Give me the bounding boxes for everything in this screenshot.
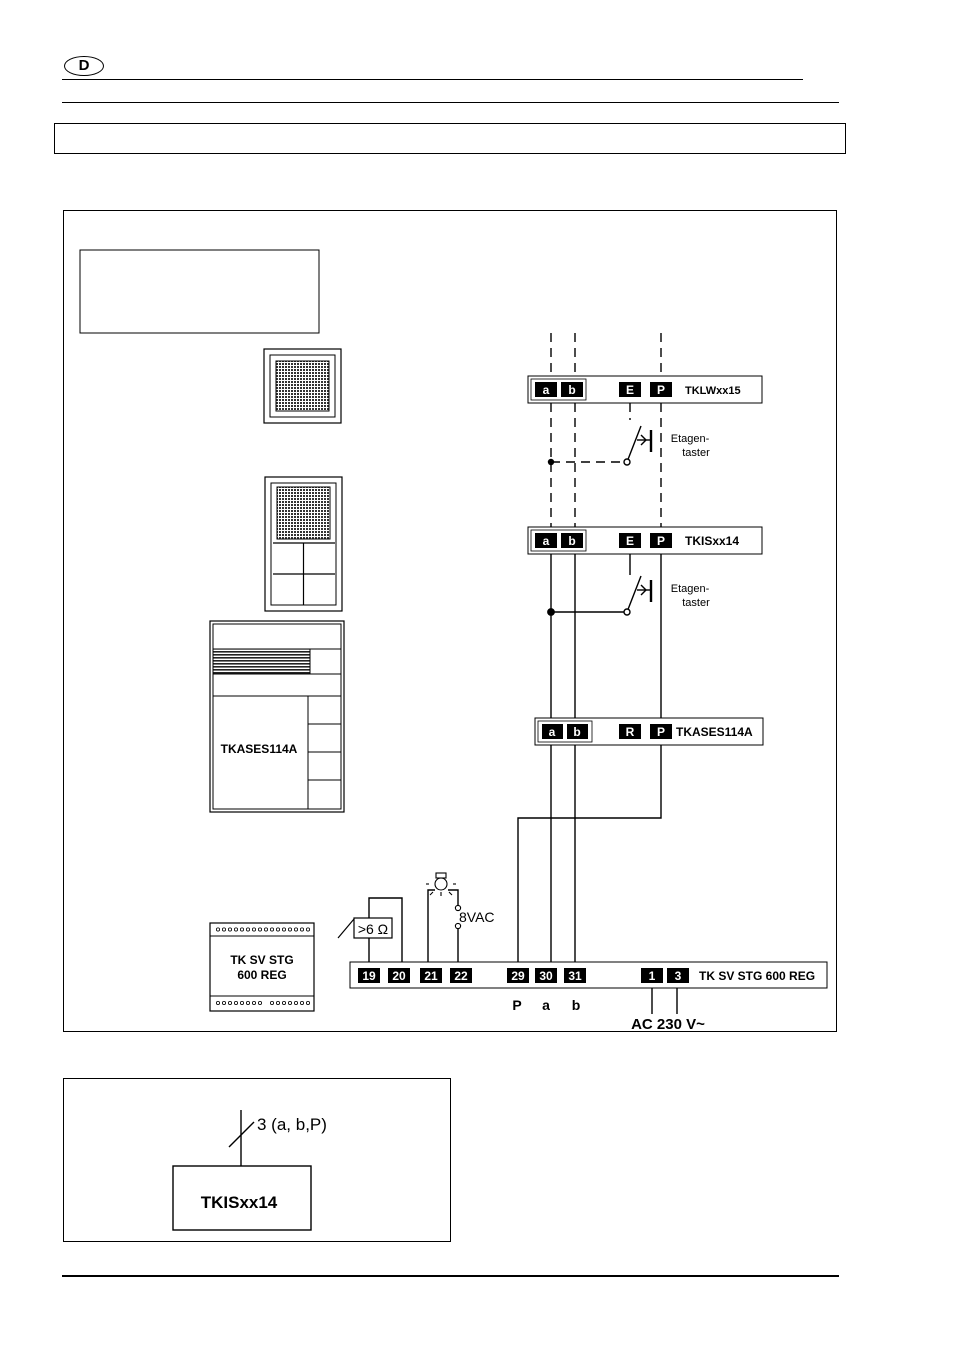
bus-label-p: P (512, 997, 521, 1013)
supply-terminal-19: 19 (362, 969, 376, 983)
supply-terminal-21: 21 (424, 969, 438, 983)
inset-diagram: 3 (a, b,P) TKISxx14 (172, 1110, 327, 1231)
caption-box (79, 249, 320, 334)
section-title-box (54, 123, 846, 154)
tkases-terminal-a: a (549, 725, 556, 739)
tklw-terminal-p: P (657, 383, 665, 397)
supply-terminal-22: 22 (454, 969, 468, 983)
supply-terminal-31: 31 (568, 969, 582, 983)
supply-terminal-29: 29 (511, 969, 525, 983)
device-supply: 19 20 21 22 29 30 31 1 3 TK SV STG 600 R… (349, 961, 828, 989)
supply-terminal-30: 30 (539, 969, 553, 983)
tklw-device-name: TKLWxx15 (685, 385, 741, 397)
mains-voltage-label: AC 230 V~ (631, 1016, 705, 1032)
tkis-terminal-a: a (543, 534, 550, 548)
inset-device-label: TKISxx14 (201, 1193, 278, 1212)
language-badge: D (64, 56, 104, 76)
header-rule (62, 79, 803, 80)
tkases-terminal-b: b (573, 725, 580, 739)
header-rule-lower (62, 102, 839, 103)
floor-pushbutton-lower-label-line2: taster (682, 597, 710, 609)
loudspeaker-unit-illustration (263, 348, 342, 424)
footer-rule (62, 1275, 839, 1277)
dashed-bus-wires (550, 333, 662, 528)
power-supply-label-line2: 600 REG (237, 968, 286, 982)
tkis-terminal-b: b (568, 534, 575, 548)
inset-wire-label: 3 (a, b,P) (257, 1115, 327, 1134)
bus-label-b: b (572, 997, 581, 1013)
resistor-symbol: >6 Ω (337, 917, 393, 939)
power-supply-illustration: TK SV STG 600 REG (209, 922, 315, 1012)
wiring-diagram: TKASES114A TK SV STG 600 REG (79, 249, 828, 1032)
floor-pushbutton-upper-label-line1: Etagen- (671, 433, 710, 445)
tkis-terminal-p: P (657, 534, 665, 548)
floor-pushbutton-lower-label-line1: Etagen- (671, 583, 710, 595)
tklw-terminal-e: E (626, 383, 634, 397)
tkis-terminal-e: E (626, 534, 634, 548)
device-tkases: a b R P TKASES114A (534, 717, 764, 746)
floor-pushbutton-upper (623, 425, 653, 466)
supply-terminal-1: 1 (649, 969, 656, 983)
lamp-icon (426, 872, 462, 930)
tklw-terminal-a: a (543, 383, 550, 397)
supply-terminal-3: 3 (675, 969, 682, 983)
tkases-illustration-label: TKASES114A (221, 742, 298, 756)
floor-pushbutton-upper-label-line2: taster (682, 447, 710, 459)
device-tklw: a b E P TKLWxx15 (527, 375, 763, 404)
junction-dot (547, 458, 555, 466)
device-tkis: a b E P TKISxx14 (527, 526, 763, 555)
floor-pushbutton-lower (547, 554, 653, 616)
supply-terminal-20: 20 (392, 969, 406, 983)
voltage-label: 8VAC (459, 909, 495, 925)
tkases-terminal-r: R (626, 725, 635, 739)
wiring-diagram-frame: TKASES114A TK SV STG 600 REG (63, 210, 837, 1032)
tklw-terminal-b: b (568, 383, 575, 397)
inset-wire-count-tick (228, 1121, 255, 1148)
tkis-device-name: TKISxx14 (685, 534, 739, 548)
intercom-with-buttons-illustration (264, 476, 343, 612)
tkases-terminal-p: P (657, 725, 665, 739)
power-supply-label-line1: TK SV STG (230, 953, 293, 967)
inset-device-box (172, 1165, 312, 1231)
supply-device-name: TK SV STG 600 REG (699, 969, 815, 983)
inset-frame: 3 (a, b,P) TKISxx14 (63, 1078, 451, 1242)
resistor-label: >6 Ω (358, 921, 388, 937)
solid-bus-wires (368, 554, 678, 1014)
tkases-illustration: TKASES114A (209, 620, 345, 813)
bus-label-a: a (542, 997, 550, 1013)
tkases-device-name: TKASES114A (676, 725, 753, 739)
